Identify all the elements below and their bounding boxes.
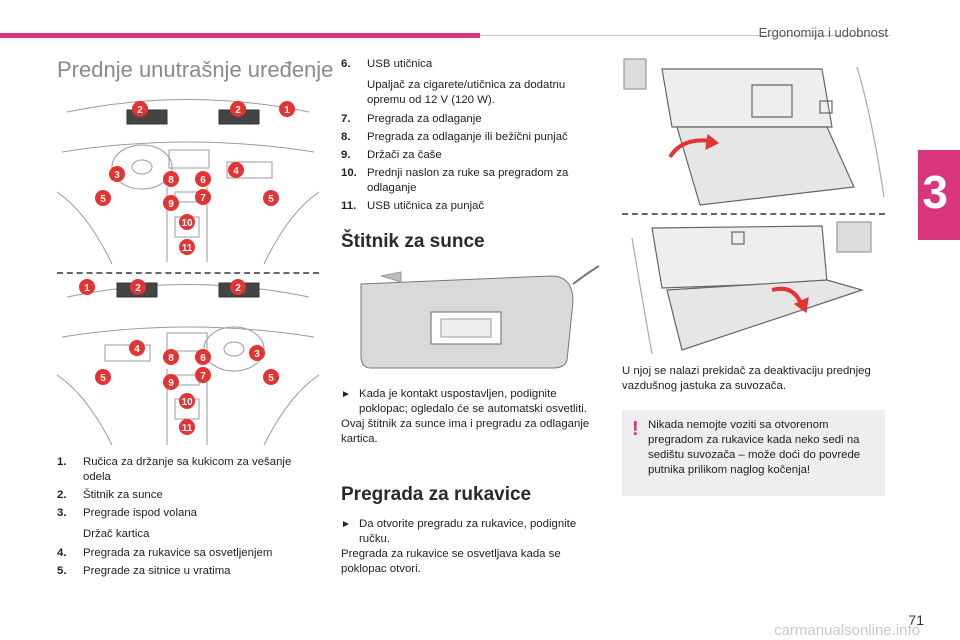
svg-text:9: 9 xyxy=(168,378,174,389)
list-subitem: Upaljač za cigarete/utičnica za dodatnu … xyxy=(367,79,566,106)
list-item: 8.Pregrada za odlaganje ili bežični punj… xyxy=(341,131,568,143)
glovebox-note: Pregrada za rukavice se osvetljava kada … xyxy=(341,548,561,575)
sun-visor-heading: Štitnik za sunce xyxy=(341,231,485,252)
list-item: 10.Prednji naslon za ruke sa pregradom z… xyxy=(341,167,569,194)
svg-text:1: 1 xyxy=(284,105,290,116)
warning-box: ! Nikada nemojte voziti sa otvorenom pre… xyxy=(622,410,885,496)
callout-7: 7 xyxy=(195,189,211,205)
legend-list-left: 1.Ručica za držanje sa kukicom za vešanj… xyxy=(57,455,319,582)
sun-visor-drawing xyxy=(360,265,600,369)
callout-10: 10 xyxy=(179,393,195,409)
svg-text:11: 11 xyxy=(182,243,193,254)
callout-11: 11 xyxy=(179,419,195,435)
svg-text:9: 9 xyxy=(168,199,174,210)
callout-2a: 2 xyxy=(130,279,146,295)
chapter-tab xyxy=(918,150,960,240)
svg-text:11: 11 xyxy=(182,423,193,434)
svg-text:1: 1 xyxy=(84,283,90,294)
header-rule xyxy=(480,35,890,36)
callout-1: 1 xyxy=(79,279,95,295)
callout-9: 9 xyxy=(163,195,179,211)
callout-9: 9 xyxy=(163,374,179,390)
arrow-bullet-icon: ► xyxy=(341,389,351,400)
callout-4: 4 xyxy=(228,162,244,178)
callout-2a: 2 xyxy=(132,101,148,117)
glovebox-drawing-lhd xyxy=(623,58,885,206)
footer-watermark: carmanualsonline.info xyxy=(774,622,920,639)
list-item: 5.Pregrade za sitnice u vratima xyxy=(57,565,231,577)
svg-text:6: 6 xyxy=(200,353,206,364)
svg-text:2: 2 xyxy=(235,283,241,294)
svg-text:8: 8 xyxy=(168,353,174,364)
list-item: 2.Štitnik za sunce xyxy=(57,489,163,501)
svg-text:4: 4 xyxy=(233,166,239,177)
glovebox-instructions: ►Da otvorite pregradu za rukavice, podig… xyxy=(341,517,603,577)
callout-3: 3 xyxy=(109,166,125,182)
callout-5a: 5 xyxy=(95,369,111,385)
list-item: 1.Ručica za držanje sa kukicom za vešanj… xyxy=(57,456,292,483)
arrow-bullet-icon: ► xyxy=(341,519,351,530)
svg-text:3: 3 xyxy=(254,349,260,360)
sun-visor-instructions: ►Kada je kontakt uspostavljen, podignite… xyxy=(341,387,603,447)
callout-8: 8 xyxy=(163,171,179,187)
sun-visor-figure xyxy=(341,262,603,374)
interior-figure-rhd xyxy=(57,277,319,445)
list-item: 11.USB utičnica za punjač xyxy=(341,200,485,212)
callout-5b: 5 xyxy=(263,190,279,206)
svg-text:7: 7 xyxy=(200,193,206,204)
warning-icon: ! xyxy=(632,418,639,440)
glovebox-heading: Pregrada za rukavice xyxy=(341,484,532,505)
glovebox-drawing-rhd xyxy=(631,221,872,355)
svg-text:10: 10 xyxy=(181,397,193,408)
svg-text:10: 10 xyxy=(181,218,193,229)
header-accent-bar xyxy=(0,33,480,38)
figure-separator xyxy=(622,213,885,215)
callout-5b: 5 xyxy=(263,369,279,385)
callout-7: 7 xyxy=(195,367,211,383)
airbag-switch-note: U njoj se nalazi prekidač za deaktivacij… xyxy=(622,365,871,392)
svg-text:5: 5 xyxy=(268,194,274,205)
callout-1: 1 xyxy=(279,101,295,117)
list-item: 7.Pregrada za odlaganje xyxy=(341,113,482,125)
svg-text:7: 7 xyxy=(200,371,206,382)
chapter-number: 3 xyxy=(922,166,948,218)
interior-drawing-rhd xyxy=(57,282,319,445)
list-item: 3.Pregrade ispod volana xyxy=(57,507,197,519)
svg-text:8: 8 xyxy=(168,175,174,186)
legend-list-middle: 6.USB utičnica Upaljač za cigarete/utičn… xyxy=(341,57,601,217)
list-item: 9.Držači za čaše xyxy=(341,149,442,161)
callout-8: 8 xyxy=(163,349,179,365)
page-title: Prednje unutrašnje uređenje xyxy=(57,57,334,82)
svg-text:3: 3 xyxy=(114,170,120,181)
callouts-top: 2 2 1 3 8 6 4 5 9 7 5 10 11 xyxy=(95,101,295,255)
svg-text:2: 2 xyxy=(137,105,143,116)
callout-2b: 2 xyxy=(230,101,246,117)
callouts-bottom: 1 2 2 4 8 6 3 5 9 7 5 10 11 xyxy=(79,279,279,435)
callout-10: 10 xyxy=(179,214,195,230)
svg-text:5: 5 xyxy=(100,194,106,205)
svg-text:5: 5 xyxy=(100,373,106,384)
callout-11: 11 xyxy=(179,239,195,255)
callout-2b: 2 xyxy=(230,279,246,295)
svg-text:6: 6 xyxy=(200,175,206,186)
svg-text:4: 4 xyxy=(134,344,140,355)
page-number: 71 xyxy=(908,612,924,628)
callout-4: 4 xyxy=(129,340,145,356)
svg-text:2: 2 xyxy=(235,105,241,116)
glovebox-figure-rhd xyxy=(622,218,885,358)
list-subitem: Držač kartica xyxy=(83,528,150,540)
svg-text:5: 5 xyxy=(268,373,274,384)
callout-3: 3 xyxy=(249,345,265,361)
glovebox-figure-lhd xyxy=(622,57,885,209)
section-title: Ergonomija i udobnost xyxy=(758,25,888,40)
callout-5a: 5 xyxy=(95,190,111,206)
warning-text: Nikada nemojte voziti sa otvorenom pregr… xyxy=(648,419,861,476)
figure-separator xyxy=(57,272,319,274)
svg-text:2: 2 xyxy=(135,283,141,294)
callout-6: 6 xyxy=(195,349,211,365)
sun-visor-note: Ovaj štitnik za sunce ima i pregradu za … xyxy=(341,418,590,445)
list-item: 6.USB utičnica xyxy=(341,58,433,70)
list-item: 4.Pregrada za rukavice sa osvetljenjem xyxy=(57,547,273,559)
callout-6: 6 xyxy=(195,171,211,187)
